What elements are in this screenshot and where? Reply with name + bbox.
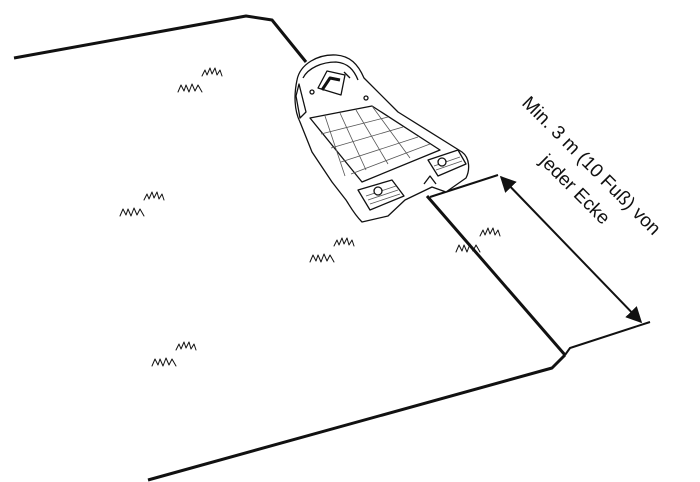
grass-tuft-icon: [177, 67, 223, 93]
boundary-wire: [13, 14, 308, 63]
grass-tuft-icon: [119, 191, 165, 217]
grass-tuft-icon: [309, 237, 355, 263]
dimension-arrow: [499, 175, 643, 324]
guide-wire-start-edge: [429, 174, 499, 198]
boundary-wire-corner: [564, 321, 651, 356]
robotic-mower-icon: [294, 54, 470, 223]
grass-tuft-icon: [455, 227, 501, 253]
grass-tuft-icon: [151, 341, 197, 367]
boundary-wire-guide: [425, 195, 567, 356]
boundary-wire-bottom: [147, 353, 567, 482]
